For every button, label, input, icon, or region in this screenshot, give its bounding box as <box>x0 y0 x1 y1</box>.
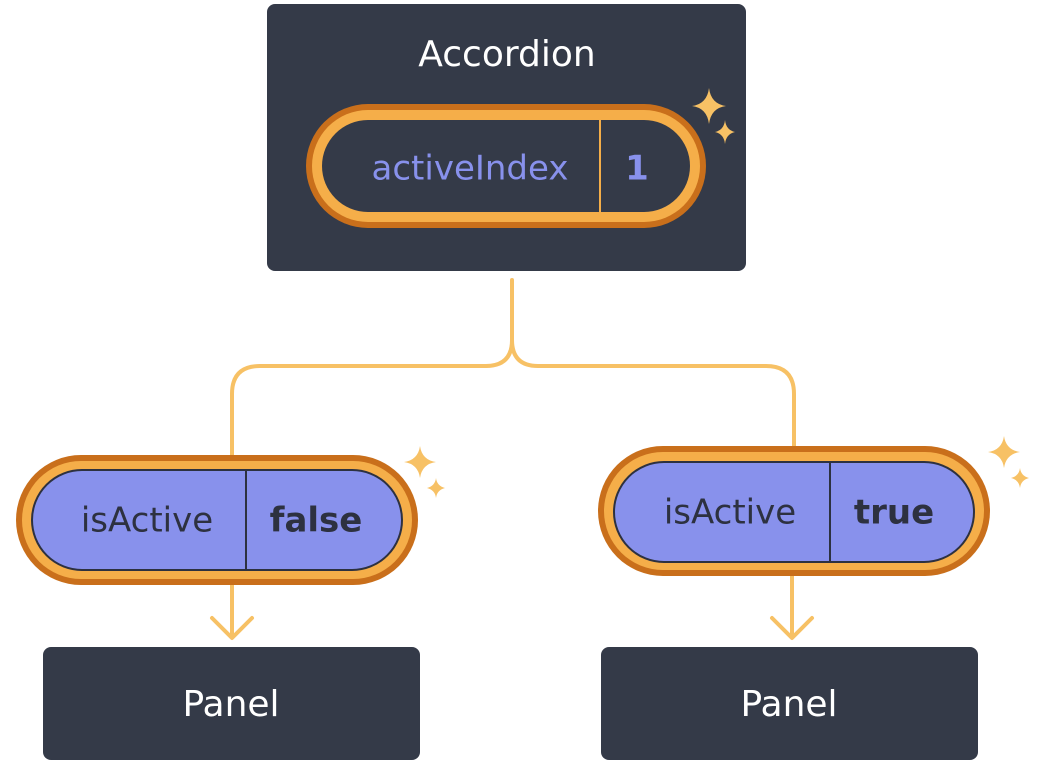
state-key-label: activeIndex <box>372 149 569 189</box>
pill-inner <box>322 120 690 212</box>
connectors <box>210 278 814 640</box>
connector-left-branch <box>230 364 488 460</box>
arrow-down-icon <box>770 616 814 640</box>
panel-title: Panel <box>182 684 279 725</box>
left-panel-node: Panel <box>43 647 420 760</box>
prop-value-label: true <box>854 493 934 533</box>
panel-node-box <box>601 647 978 760</box>
state-value-label: 1 <box>625 149 649 189</box>
right-prop-pill: isActive true <box>598 446 990 576</box>
panel-title: Panel <box>740 684 837 725</box>
sparkle-icon <box>988 436 1020 468</box>
prop-key-label: isActive <box>81 501 213 541</box>
prop-value-label: false <box>270 501 363 541</box>
connector-right-branch <box>510 338 796 450</box>
prop-key-label: isActive <box>664 493 796 533</box>
sparkle-icon <box>692 88 726 124</box>
sparkle-icon <box>715 120 735 144</box>
accordion-node: Accordion activeIndex 1 <box>267 4 746 271</box>
right-panel-node: Panel <box>601 647 978 760</box>
sparkle-icon <box>404 446 436 478</box>
panel-node-box <box>43 647 420 760</box>
active-index-state-pill: activeIndex 1 <box>306 104 706 228</box>
connector-root-stem <box>484 278 514 368</box>
sparkle-icon <box>1011 468 1029 488</box>
accordion-title: Accordion <box>418 34 595 75</box>
left-prop-pill: isActive false <box>16 455 418 585</box>
sparkle-icon <box>427 478 445 498</box>
arrow-down-icon <box>210 616 254 640</box>
pill-inner <box>31 469 403 571</box>
pill-inner <box>613 461 975 563</box>
